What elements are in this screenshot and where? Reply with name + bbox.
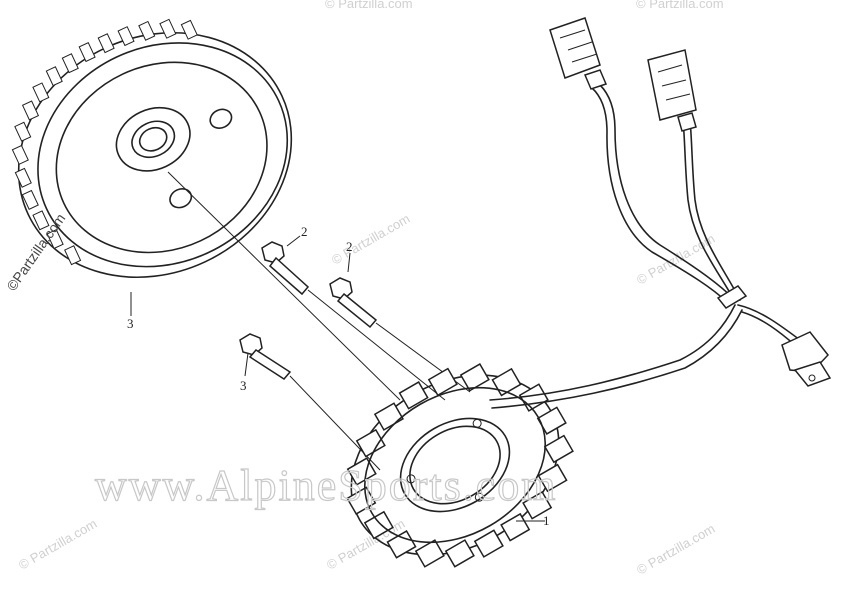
- callout-bolt-upper-right: 2: [346, 239, 353, 254]
- stator: [346, 363, 574, 568]
- bolt-upper-left: [261, 241, 446, 401]
- callout-bolt-lower: 3: [240, 378, 247, 393]
- bolt-lower: [239, 333, 381, 471]
- partzilla-watermark: © Partzilla.com: [16, 516, 99, 573]
- callout-stator: 1: [543, 513, 550, 528]
- partzilla-watermark: © Partzilla.com: [325, 0, 413, 11]
- callout-leader: [347, 252, 351, 273]
- callout-leader: [286, 235, 301, 247]
- wiring-harness: [489, 17, 832, 409]
- callout-flywheel: 3: [127, 316, 134, 331]
- partzilla-watermark: © Partzilla.com: [634, 231, 717, 288]
- flywheel-slots: [11, 18, 198, 266]
- partzilla-watermark: © Partzilla.com: [634, 521, 717, 578]
- callout-bolt-upper-left: 2: [301, 224, 308, 239]
- callout-leader: [244, 352, 249, 377]
- partzilla-watermark: © Partzilla.com: [636, 0, 724, 11]
- partzilla-watermark: © Partzilla.com: [329, 211, 412, 268]
- flywheel-leader: [167, 171, 401, 401]
- site-watermark: www.AlpineSports.com: [95, 461, 557, 510]
- flywheel: [11, 18, 293, 279]
